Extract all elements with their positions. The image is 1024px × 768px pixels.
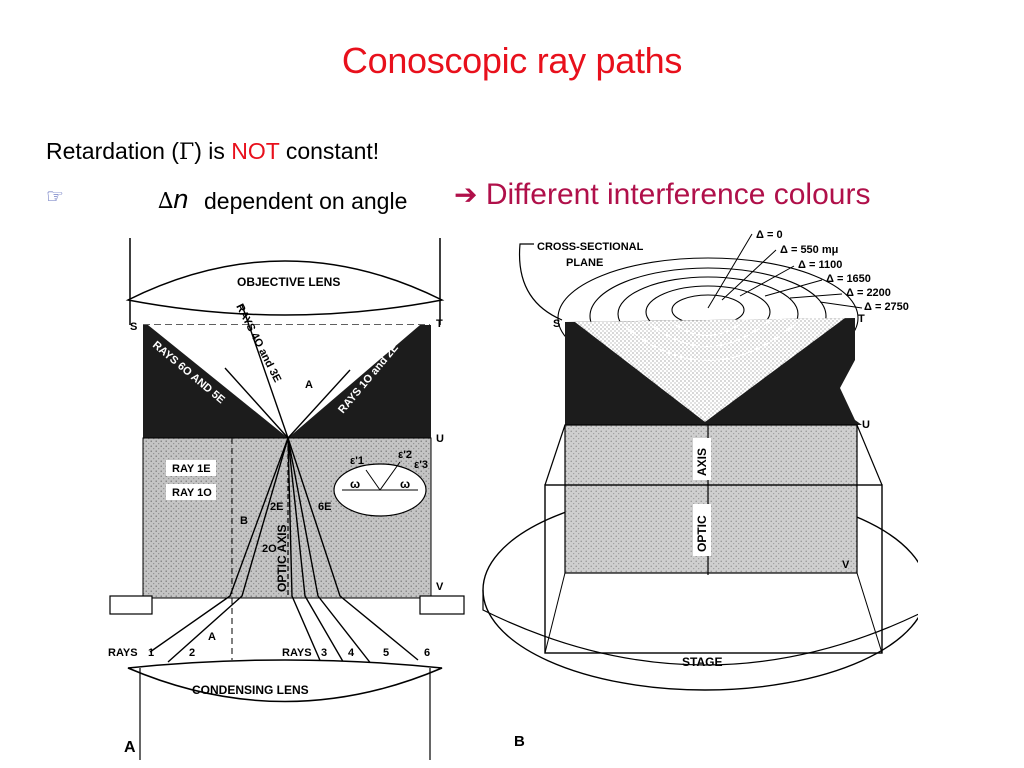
fig-a-label-v: V	[436, 581, 444, 593]
not-emphasis: NOT	[231, 138, 280, 164]
right-arrow-icon: ➔	[454, 179, 478, 210]
stage-right	[419, 595, 465, 615]
condensing-lens	[127, 659, 443, 703]
cross-sectional-label: CROSS-SECTIONAL	[537, 241, 644, 253]
panel-b-label: B	[514, 733, 525, 750]
indicatrix-ray-1	[365, 469, 381, 491]
fig-b-label-t: T	[858, 313, 865, 325]
delta-1100: Δ = 1100	[798, 259, 842, 271]
fig-a-label-u: U	[436, 433, 444, 445]
label-2o: 2O	[262, 543, 277, 555]
rays-left-label: RAYS	[108, 647, 138, 659]
fig-a-label-s: S	[130, 321, 137, 333]
delta-leaders	[707, 233, 863, 309]
dependent-text: dependent on angle	[204, 188, 408, 214]
prism-inner-left	[544, 572, 566, 654]
rays-right-label: RAYS	[282, 647, 312, 659]
result-text: ➔ Different interference colours	[454, 178, 870, 212]
angle-a-label: A	[305, 379, 313, 391]
delta-0: Δ = 0	[756, 229, 783, 241]
gamma-symbol: Γ	[178, 140, 195, 165]
optic-label-box	[693, 504, 711, 556]
ray-number-2: 2	[189, 647, 195, 659]
objective-lens	[125, 260, 445, 316]
ray-number-4: 4	[348, 647, 355, 659]
prism-box	[544, 484, 883, 654]
axis-label: AXIS	[695, 448, 709, 476]
retardation-prefix: Retardation (	[46, 138, 179, 164]
fig-a-label-t: T	[436, 318, 443, 330]
ray-bundle	[149, 304, 419, 666]
retardation-statement: Retardation (Γ) is NOT constant!	[46, 138, 379, 165]
interference-colours-text: Different interference colours	[485, 178, 871, 211]
figure-b: S T U V AXIS OPTIC CROSS-SECTIONAL PLANE…	[482, 229, 918, 750]
cone-rings	[619, 319, 801, 361]
ray-1e-label: RAY 1E	[172, 463, 211, 475]
page-title: Conoscopic ray paths	[341, 40, 683, 81]
ray-number-5: 5	[383, 647, 389, 659]
delta-symbol: ∆	[158, 189, 174, 214]
epsilon-1: ε'1	[350, 455, 364, 467]
ray-1o-box	[166, 484, 216, 500]
stage-disk-edge	[482, 590, 918, 666]
delta-n-symbol: ∆n	[158, 184, 188, 215]
fig-b-label-s: S	[553, 318, 560, 330]
optic-label: OPTIC	[695, 515, 709, 552]
omega-right: ω	[400, 477, 410, 491]
birefringence-statement: ☞ ∆n dependent on angle ➔ Different inte…	[46, 178, 1006, 222]
ray-1o-label: RAY 1O	[172, 487, 212, 499]
fig-b-label-v: V	[842, 559, 850, 571]
delta-550: Δ = 550 mμ	[780, 244, 838, 256]
figure-a: OBJECTIVE LENS S T U V RAYS 6O AND 5E RA…	[108, 238, 465, 760]
delta-1650: Δ = 1650	[826, 273, 871, 285]
angle-b-label: B	[240, 515, 248, 527]
omega-left: ω	[350, 477, 360, 491]
optic-axis-label: OPTIC AXIS	[275, 524, 289, 592]
prism-inner-right	[856, 572, 883, 654]
epsilon-2: ε'2	[398, 449, 412, 461]
fig-b-label-u: U	[862, 419, 870, 431]
label-6e: 6E	[318, 501, 331, 513]
n-symbol: n	[173, 184, 189, 214]
indicatrix-ray-2	[379, 461, 401, 491]
ray-number-1: 1	[148, 647, 154, 659]
objective-lens-label: OBJECTIVE LENS	[237, 275, 340, 289]
ray-number-6: 6	[424, 647, 430, 659]
axis-label-box	[693, 438, 711, 480]
ray-1e-box	[166, 460, 216, 476]
retardation-middle: ) is	[194, 138, 232, 164]
stage-left	[109, 595, 153, 615]
cross-section-pointer	[518, 243, 563, 321]
condensing-lens-label: CONDENSING LENS	[192, 683, 309, 697]
epsilon-3: ε'3	[414, 459, 428, 471]
cone-white	[148, 325, 420, 438]
delta-2200: Δ = 2200	[846, 287, 891, 299]
delta-2750: Δ = 2750	[864, 301, 909, 313]
prism-edge-left	[544, 424, 566, 486]
panel-a-label: A	[124, 739, 136, 756]
dotted-cone	[575, 318, 845, 422]
stage-label: STAGE	[682, 655, 722, 669]
prism-edge-right	[856, 424, 883, 486]
angle-a-lower: A	[208, 631, 216, 643]
ray-number-3: 3	[321, 647, 327, 659]
label-2e: 2E	[270, 501, 283, 513]
plane-label: PLANE	[566, 257, 603, 269]
pointing-hand-icon: ☞	[46, 186, 64, 208]
retardation-suffix: constant!	[279, 138, 380, 164]
